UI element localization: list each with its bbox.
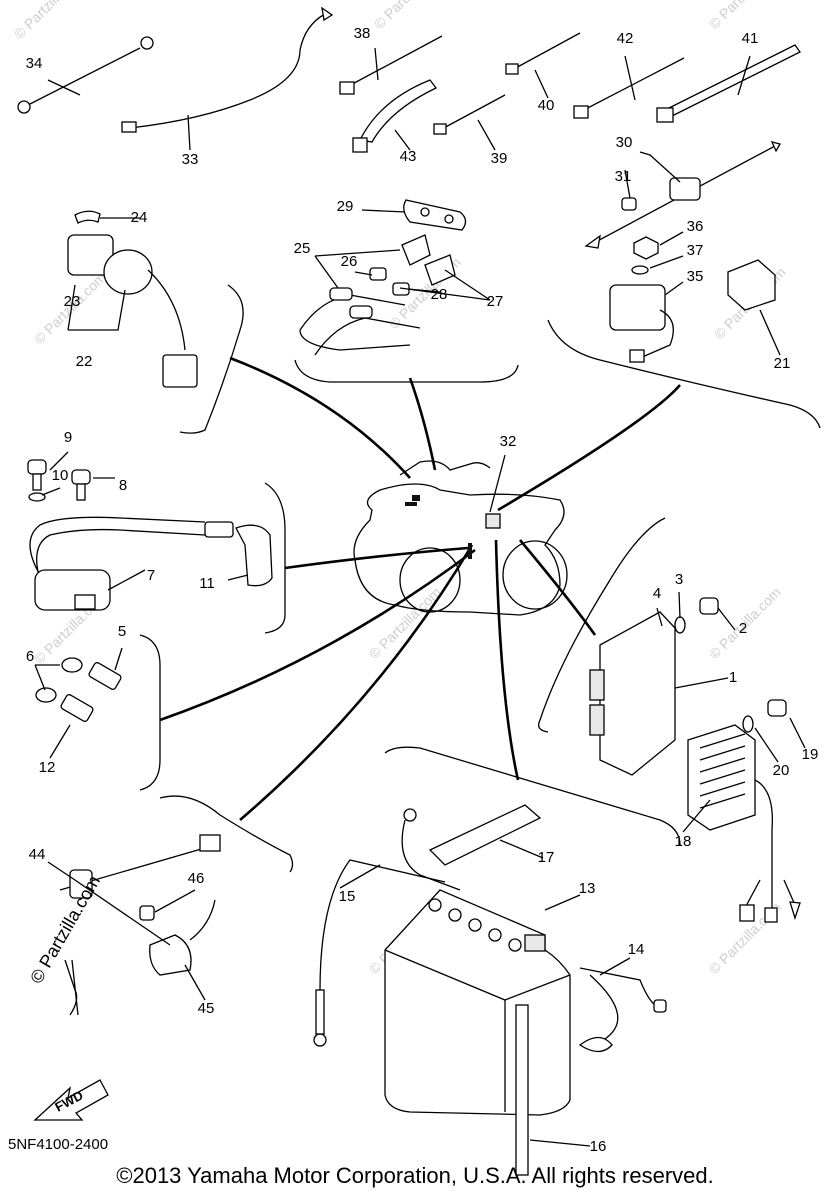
callout-labels: 1234567891011121314151617181920212223242…	[26, 25, 819, 1155]
part-5-sensors	[35, 657, 122, 722]
callout-3: 3	[675, 571, 683, 588]
callout-41: 41	[742, 30, 759, 47]
copyright-footer: ©2013 Yamaha Motor Corporation, U.S.A. A…	[116, 1163, 714, 1188]
callout-11: 11	[199, 575, 215, 592]
watermarks: © Partzilla © Partzilla © Partzilla © Pa…	[11, 0, 789, 977]
watermark-large: © Partzilla.com	[26, 872, 104, 987]
callout-24: 24	[131, 209, 148, 226]
callout-6: 6	[26, 648, 34, 665]
part-34-lead	[17, 36, 154, 114]
callout-13: 13	[579, 880, 596, 897]
callout-20: 20	[773, 762, 790, 779]
callout-46: 46	[188, 870, 205, 887]
part-44-switch	[59, 834, 221, 1016]
callout-29: 29	[337, 198, 354, 215]
part-33-wire	[121, 6, 334, 133]
callout-19: 19	[802, 746, 819, 763]
part-18-rectifier	[687, 699, 801, 923]
group-brackets	[139, 284, 821, 873]
part-1-cdi	[589, 611, 676, 776]
callout-1: 1	[729, 669, 737, 686]
watermark: © Partzilla	[371, 0, 428, 32]
callout-8: 8	[119, 477, 127, 494]
callout-7: 7	[147, 567, 155, 584]
part-14-lead	[578, 967, 667, 1053]
part-9-screws	[27, 459, 91, 502]
part-15-lead	[313, 808, 461, 1047]
callout-40: 40	[538, 97, 555, 114]
fwd-arrow-icon: FWD	[33, 1079, 109, 1121]
callout-44: 44	[29, 846, 46, 863]
callout-39: 39	[491, 150, 508, 167]
part-35-relay	[609, 236, 674, 363]
leader-lines	[159, 356, 681, 821]
callout-25: 25	[294, 240, 311, 257]
callout-22: 22	[76, 353, 93, 370]
callout-2: 2	[739, 620, 747, 637]
callout-33: 33	[182, 151, 199, 168]
callout-27: 27	[487, 293, 504, 310]
watermark: © Partzilla	[11, 0, 68, 42]
part-13-battery	[384, 889, 571, 1116]
callout-34: 34	[26, 55, 43, 72]
part-30-switch	[584, 141, 781, 249]
callout-21: 21	[774, 355, 791, 372]
callout-14: 14	[628, 941, 645, 958]
callout-28: 28	[431, 286, 448, 303]
callout-5: 5	[118, 623, 126, 640]
callout-26: 26	[341, 253, 358, 270]
watermark: © Partzilla.com	[366, 584, 444, 662]
part-22-main-switch	[67, 210, 198, 388]
part-29-plate	[403, 199, 467, 231]
callout-12: 12	[39, 759, 56, 776]
callout-45: 45	[198, 1000, 215, 1017]
callout-35: 35	[687, 268, 704, 285]
part-7-coil	[29, 516, 273, 611]
part-16-tube	[515, 1004, 529, 1176]
callout-10: 10	[52, 467, 69, 484]
callout-leaders	[34, 47, 806, 1147]
callout-18: 18	[675, 833, 692, 850]
cable-ties	[339, 32, 801, 153]
callout-32: 32	[500, 433, 517, 450]
atv-chassis	[353, 460, 568, 616]
callout-31: 31	[615, 168, 632, 185]
callout-23: 23	[64, 293, 81, 310]
callout-4: 4	[653, 585, 661, 602]
callout-15: 15	[339, 888, 356, 905]
diagram-code: 5NF4100-2400	[8, 1136, 109, 1153]
callout-36: 36	[687, 218, 704, 235]
watermark: © Partzilla	[706, 0, 763, 32]
callout-38: 38	[354, 25, 371, 42]
callout-37: 37	[687, 242, 704, 259]
callout-16: 16	[590, 1138, 607, 1155]
callout-9: 9	[64, 429, 72, 446]
callout-42: 42	[617, 30, 634, 47]
part-21-relay	[727, 259, 776, 311]
callout-43: 43	[400, 148, 417, 165]
part-17-strap	[428, 804, 542, 866]
callout-30: 30	[616, 134, 633, 151]
callout-17: 17	[538, 849, 555, 866]
part-25-harness	[299, 234, 456, 356]
